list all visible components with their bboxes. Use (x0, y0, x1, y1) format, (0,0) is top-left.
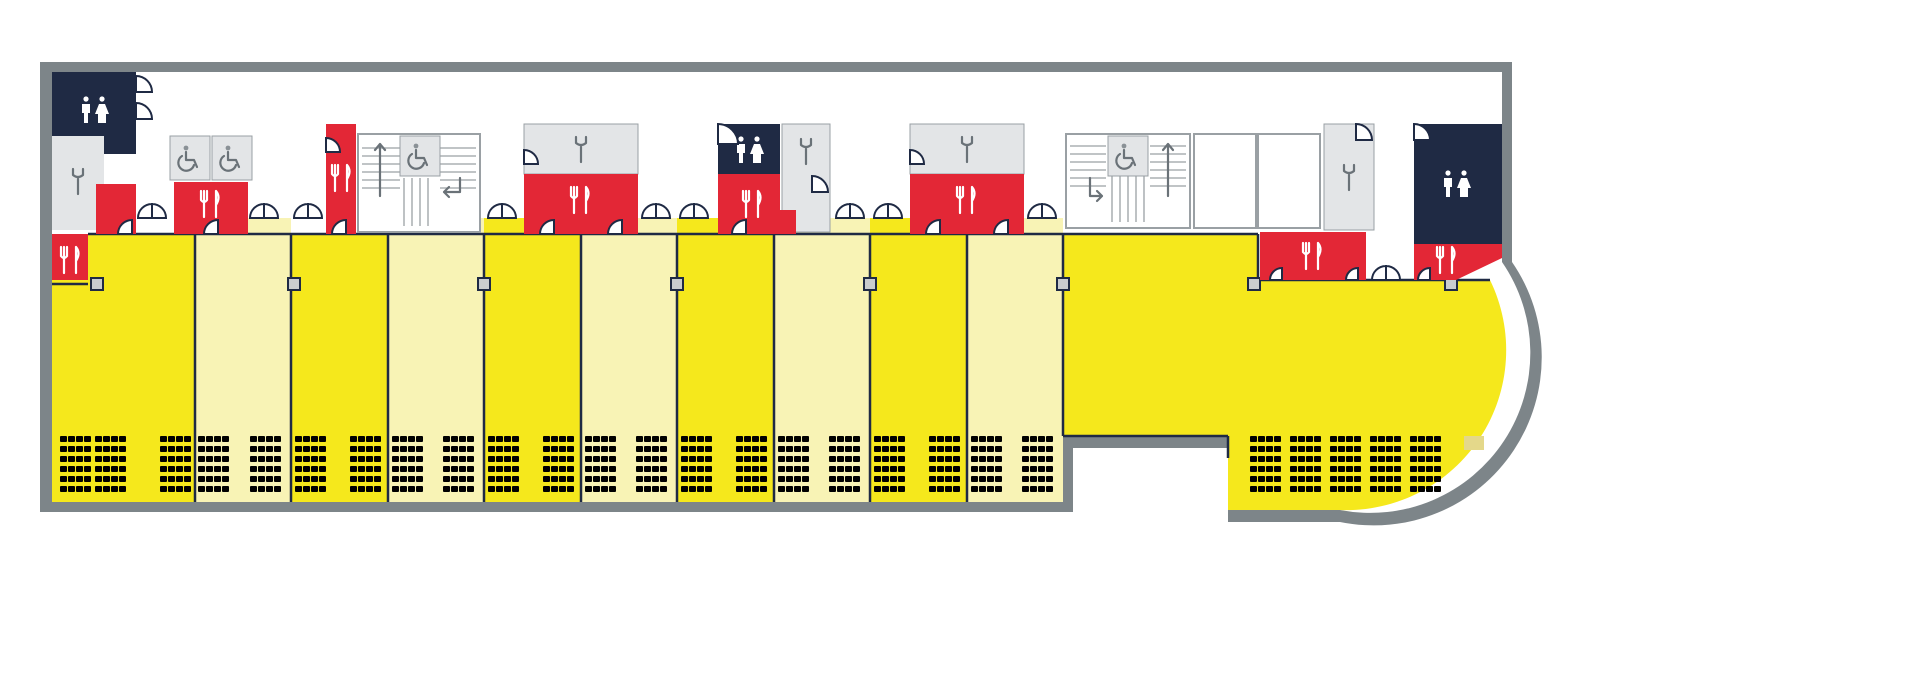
service-room-1[interactable] (52, 136, 104, 230)
hall-2[interactable] (195, 218, 291, 502)
seating (60, 436, 1484, 492)
stairwell-2[interactable] (1065, 133, 1191, 229)
service-room-2[interactable] (523, 123, 639, 175)
kitchen-7[interactable] (1260, 232, 1366, 280)
elevator-1[interactable] (169, 135, 211, 181)
hall-7[interactable] (677, 218, 774, 502)
stairwell-1[interactable] (357, 133, 481, 233)
storage-rooms[interactable] (1193, 133, 1321, 229)
hall-8[interactable] (774, 218, 870, 502)
hall-9[interactable] (870, 218, 967, 502)
stairs-arrow-icon (1161, 142, 1175, 198)
service-room-4[interactable] (909, 123, 1025, 175)
kitchen-6[interactable] (910, 174, 1024, 234)
service-room-5[interactable] (1323, 123, 1375, 231)
doors[interactable] (116, 122, 1432, 281)
hall-10[interactable] (967, 218, 1063, 502)
kitchen-8[interactable] (1414, 244, 1502, 280)
kitchen-5[interactable] (718, 174, 796, 234)
hall-6[interactable] (581, 218, 677, 502)
hall-4[interactable] (388, 218, 484, 502)
hall-5[interactable] (484, 218, 581, 502)
kitchen-4[interactable] (524, 174, 638, 234)
restroom-3[interactable] (1414, 124, 1502, 244)
elevator-2[interactable] (211, 135, 253, 181)
kitchen-1[interactable] (52, 184, 136, 280)
stairs-arrow-icon (373, 142, 387, 198)
